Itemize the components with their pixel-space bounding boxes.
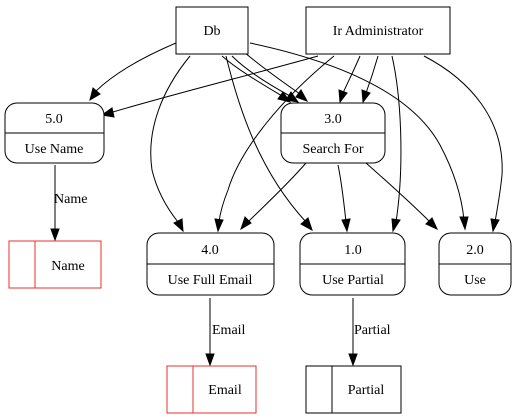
- process-use-partial-label: Use Partial: [322, 273, 384, 288]
- edge-db-to-use: [249, 42, 465, 221]
- edge-label-partial: Partial: [354, 323, 391, 338]
- datastore-partial[interactable]: Partial: [305, 365, 402, 414]
- entity-db-label: Db: [203, 24, 220, 39]
- arrowhead: [173, 218, 184, 233]
- arrowhead: [50, 228, 60, 242]
- edge-search-for-to-use-full-email: [247, 162, 307, 223]
- edge-label-name: Name: [54, 192, 87, 207]
- edge-admin-to-use-full-email: [218, 55, 335, 223]
- edge-db-to-search-for-b: [231, 55, 291, 97]
- process-use-id: 2.0: [466, 243, 484, 258]
- arrowhead: [341, 218, 351, 233]
- arrowhead: [361, 89, 371, 104]
- arrowhead: [295, 89, 309, 102]
- edge-db-to-search-for-c: [243, 51, 301, 95]
- entity-ir-administrator[interactable]: Ir Administrator: [305, 6, 451, 55]
- process-search-for[interactable]: 3.0 Search For: [280, 102, 386, 164]
- arrowhead: [300, 217, 313, 232]
- edge-db-to-use-partial: [225, 55, 307, 223]
- edge-admin-to-search-for-a: [342, 55, 361, 94]
- entity-ir-administrator-label: Ir Administrator: [333, 24, 424, 39]
- datastore-partial-label: Partial: [348, 383, 385, 398]
- arrowhead: [285, 91, 300, 103]
- arrowhead: [459, 216, 469, 231]
- edge-search-for-to-use: [365, 162, 431, 223]
- edge-db-to-use-full-email: [150, 55, 191, 223]
- process-search-for-id: 3.0: [324, 112, 342, 127]
- entity-db[interactable]: Db: [175, 6, 249, 55]
- arrowhead: [100, 107, 115, 118]
- process-use-name[interactable]: 5.0 Use Name: [4, 102, 105, 164]
- process-use-full-email[interactable]: 4.0 Use Full Email: [146, 232, 275, 296]
- edge-admin-to-search-for-b: [365, 55, 379, 94]
- process-use-full-email-id: 4.0: [201, 243, 219, 258]
- edge-db-to-use-name: [95, 42, 177, 92]
- arrowhead: [205, 353, 215, 367]
- edge-label-email: Email: [212, 323, 246, 338]
- arrowhead: [338, 89, 348, 104]
- arrowhead: [348, 353, 358, 367]
- process-search-for-label: Search For: [302, 142, 363, 157]
- datastore-email-label: Email: [208, 383, 242, 398]
- edge-admin-to-use: [423, 55, 503, 223]
- edge-admin-to-use-partial: [391, 55, 402, 223]
- edges: [50, 42, 503, 367]
- arrowhead: [391, 218, 401, 233]
- arrowhead: [425, 217, 439, 231]
- edge-admin-to-use-name: [112, 55, 319, 113]
- arrowhead: [89, 87, 101, 102]
- datastore-name-label: Name: [51, 259, 84, 274]
- arrowhead: [490, 218, 500, 233]
- datastore-name[interactable]: Name: [8, 240, 102, 289]
- arrowhead: [240, 216, 252, 231]
- process-use-full-email-label: Use Full Email: [168, 273, 253, 288]
- edge-search-for-to-use-partial: [337, 164, 347, 223]
- arrowhead: [214, 218, 224, 233]
- process-use-name-id: 5.0: [45, 112, 63, 127]
- process-use-name-label: Use Name: [25, 142, 84, 157]
- process-use-partial-id: 1.0: [344, 243, 362, 258]
- datastore-email[interactable]: Email: [166, 365, 257, 414]
- process-use-partial[interactable]: 1.0 Use Partial: [299, 232, 406, 296]
- process-use[interactable]: 2.0 Use: [438, 232, 512, 296]
- process-use-label: Use: [464, 273, 486, 288]
